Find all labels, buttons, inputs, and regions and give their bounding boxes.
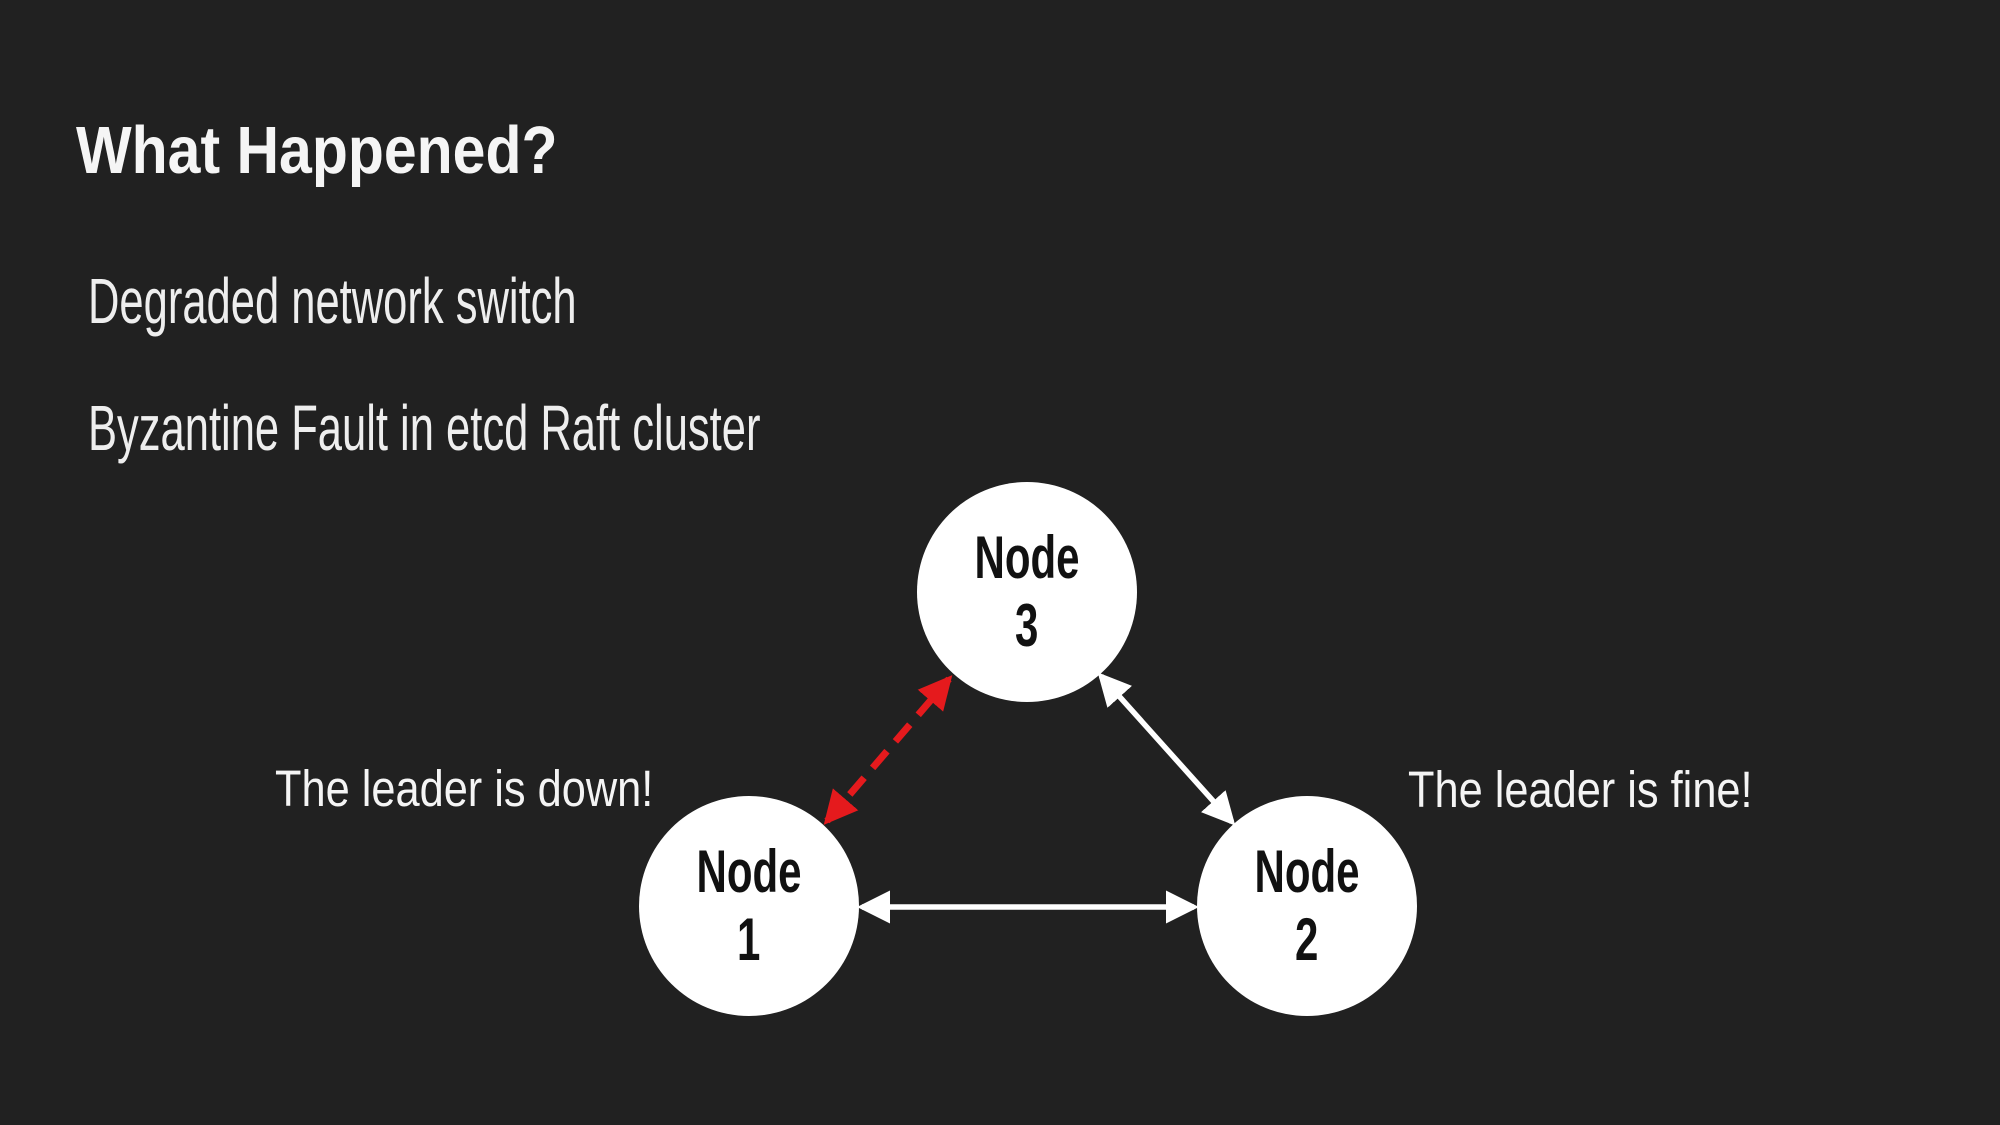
link-node3-node2-arrow [1097,672,1236,826]
node-2-label: Node [1254,837,1360,905]
bullet-byzantine-fault: Byzantine Fault in etcd Raft cluster [88,392,761,464]
node-1-number: 1 [737,906,761,973]
node-2-circle: Node 2 [1197,796,1417,1016]
node-3-label: Node [974,523,1080,591]
annotation-leader-fine: The leader is fine! [1408,761,1753,818]
node-3-circle: Node 3 [917,482,1137,702]
node-2-number: 2 [1295,906,1319,973]
bullet-degraded-network: Degraded network switch [88,265,577,337]
node-1-label: Node [696,837,802,905]
page-title-text: What Happened? [76,113,558,188]
node-3-number: 3 [1015,592,1039,659]
link-node1-node3-fault-arrow [823,675,953,825]
page-title: What Happened? [76,117,623,184]
annotation-leader-down: The leader is down! [275,760,654,817]
node-1-circle: Node 1 [639,796,859,1016]
